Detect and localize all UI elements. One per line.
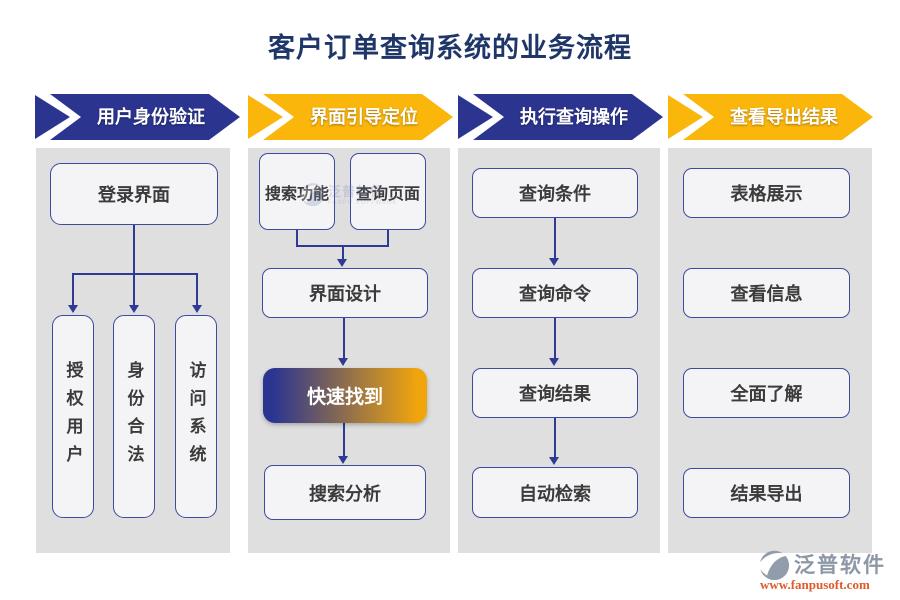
- watermark-subtext: FANPU SOFTWARE: [328, 200, 398, 206]
- banner-label: 查看导出结果: [730, 107, 838, 127]
- brand-name: 泛普软件: [794, 554, 886, 577]
- flow-arrowhead: [129, 305, 139, 313]
- fanpu-logo: 泛普软件 www.fanpusoft.com: [757, 546, 900, 596]
- node-search-analysis: 搜索分析: [264, 465, 426, 520]
- stage-banner-ui-guide: 界面引导定位: [248, 92, 454, 142]
- arrow-banner-shape: [248, 94, 453, 140]
- flow-arrowhead: [549, 358, 559, 366]
- flow-connector: [196, 273, 198, 306]
- arrow-banner-shape: [458, 94, 663, 140]
- flow-arrowhead: [68, 305, 78, 313]
- banner-label: 界面引导定位: [310, 107, 418, 127]
- flow-connector: [554, 418, 556, 458]
- flow-connector: [72, 273, 74, 306]
- flow-connector: [133, 273, 135, 306]
- flow-connector: [554, 318, 556, 359]
- node-query-command: 查询命令: [472, 268, 638, 318]
- node-interface-design: 界面设计: [262, 268, 428, 318]
- flow-connector: [343, 423, 345, 457]
- stage-banner-view-export: 查看导出结果: [668, 92, 874, 142]
- node-table-display: 表格展示: [683, 168, 850, 218]
- flow-connector: [387, 230, 389, 247]
- node-auto-retrieval: 自动检索: [472, 467, 638, 518]
- brand-url[interactable]: www.fanpusoft.com: [760, 577, 870, 592]
- node-identity-legal: 身份合法: [113, 315, 155, 518]
- flow-arrowhead: [337, 259, 347, 267]
- fanpu-logo-icon: [299, 183, 325, 207]
- node-authorized-user: 授权用户: [52, 315, 94, 518]
- flow-arrowhead: [338, 456, 348, 464]
- watermark-text: 泛普软件 FANPU SOFTWARE: [328, 181, 397, 206]
- stage-banner-query-exec: 执行查询操作: [458, 92, 664, 142]
- flow-arrowhead: [549, 258, 559, 266]
- node-result-export: 结果导出: [683, 468, 850, 518]
- flow-arrowhead: [338, 358, 348, 366]
- node-access-system: 访问系统: [175, 315, 217, 518]
- node-search-function: 搜索功能: [259, 153, 335, 230]
- banner-label: 用户身份验证: [97, 107, 205, 127]
- arrow-banner-shape: [668, 94, 873, 140]
- arrow-banner-shape: [35, 94, 240, 140]
- node-quick-find: 快速找到: [263, 368, 427, 423]
- page-title: 客户订单查询系统的业务流程: [268, 33, 632, 63]
- node-view-info: 查看信息: [683, 268, 850, 318]
- watermark-brand: 泛普软件: [328, 184, 385, 199]
- node-full-understanding: 全面了解: [683, 368, 850, 418]
- node-query-results: 查询结果: [472, 368, 638, 418]
- node-login-screen: 登录界面: [50, 163, 218, 225]
- flow-connector: [343, 318, 345, 359]
- flow-arrowhead: [192, 305, 202, 313]
- node-query-conditions: 查询条件: [472, 168, 638, 218]
- fanpu-logo-icon: [757, 550, 790, 581]
- node-query-page: 查询页面: [350, 153, 426, 230]
- flow-connector: [296, 230, 298, 247]
- stage-banner-user-auth: 用户身份验证: [35, 92, 241, 142]
- flow-connector: [72, 273, 198, 275]
- banner-label: 执行查询操作: [520, 107, 628, 127]
- flow-connector: [554, 218, 556, 259]
- flow-arrowhead: [549, 457, 559, 465]
- flow-connector: [342, 245, 344, 260]
- watermark-logo: 泛普软件 FANPU SOFTWARE: [299, 181, 397, 207]
- flow-connector: [133, 225, 135, 273]
